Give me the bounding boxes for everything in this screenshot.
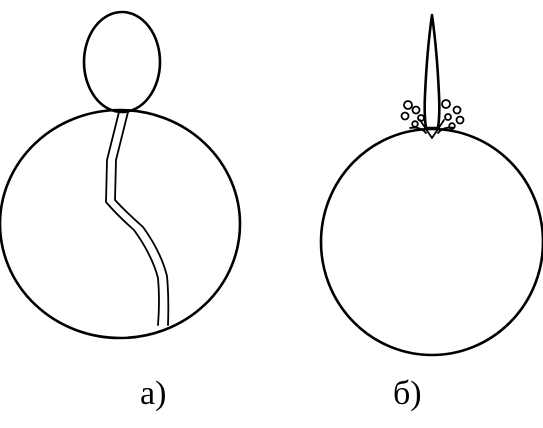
panel-b-jet-base-wing-left: [409, 126, 427, 134]
panel-a-small-bubble: [82, 10, 162, 114]
panel-b-droplet: [403, 100, 413, 110]
panel-b-label: б): [393, 375, 422, 412]
panel-b-droplet: [441, 99, 451, 109]
panel-b-droplet: [455, 115, 465, 125]
panel-b-droplet: [411, 105, 421, 115]
panel-b-droplet: [448, 122, 456, 130]
panel-a-channel-left-wall: [105, 111, 160, 326]
panel-a-drawing: [0, 10, 242, 340]
panel-b-droplet: [417, 114, 425, 122]
panel-b-jet: [423, 13, 441, 130]
panel-b-large-circle: [319, 127, 543, 357]
panel-b-droplet: [411, 120, 419, 128]
panel-b-droplet: [400, 111, 410, 121]
panel-a-label: а): [140, 375, 167, 412]
panel-a-channel-right-wall: [114, 111, 170, 326]
panel-a-large-circle: [0, 108, 242, 340]
panel-b-droplet: [444, 113, 452, 121]
panel-b-drawing: [319, 13, 543, 357]
panel-b-jet-base: [419, 119, 445, 139]
panel-b-droplet: [452, 105, 462, 115]
panel-b-jet-base-wing-right: [437, 126, 455, 134]
